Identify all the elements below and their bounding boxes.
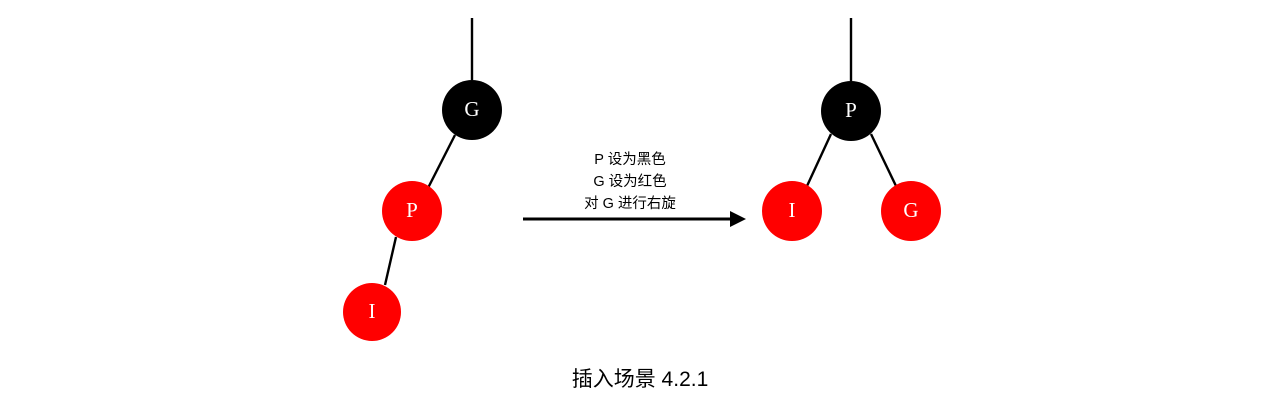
operation-line-2: G 设为红色 (593, 173, 666, 190)
right-node-g[interactable]: G (881, 181, 941, 241)
right-node-i-label: I (789, 198, 796, 222)
right-node-g-label: G (903, 198, 918, 222)
left-node-i[interactable]: I (343, 283, 401, 341)
left-edge-p-to-i (383, 236, 398, 286)
right-node-p-label: P (845, 98, 857, 122)
right-edge-p-to-i (805, 133, 833, 187)
right-edge-p-to-g (869, 133, 898, 187)
left-node-p[interactable]: P (382, 181, 442, 241)
left-node-p-label: P (406, 198, 418, 222)
right-node-i[interactable]: I (762, 181, 822, 241)
left-node-i-circle (343, 283, 401, 341)
left-node-g-circle (442, 80, 502, 140)
operation-line-1: P 设为黑色 (594, 151, 665, 168)
transition-arrow: P 设为黑色 G 设为红色 对 G 进行右旋 (523, 151, 746, 227)
left-node-g-label: G (464, 97, 479, 121)
right-node-g-circle (881, 181, 941, 241)
right-node-i-circle (762, 181, 822, 241)
operation-line-3: 对 G 进行右旋 (584, 195, 676, 212)
left-node-g[interactable]: G (442, 80, 502, 140)
left-node-i-label: I (369, 299, 376, 323)
left-node-p-circle (382, 181, 442, 241)
after-rotation-tree: P I G (762, 18, 941, 241)
right-node-p-circle (821, 81, 881, 141)
arrow-head-icon (730, 211, 746, 227)
before-rotation-tree: G P I (343, 18, 502, 341)
left-edge-g-to-p (426, 134, 457, 189)
right-node-p[interactable]: P (821, 81, 881, 141)
diagram-caption: 插入场景 4.2.1 (572, 368, 709, 391)
